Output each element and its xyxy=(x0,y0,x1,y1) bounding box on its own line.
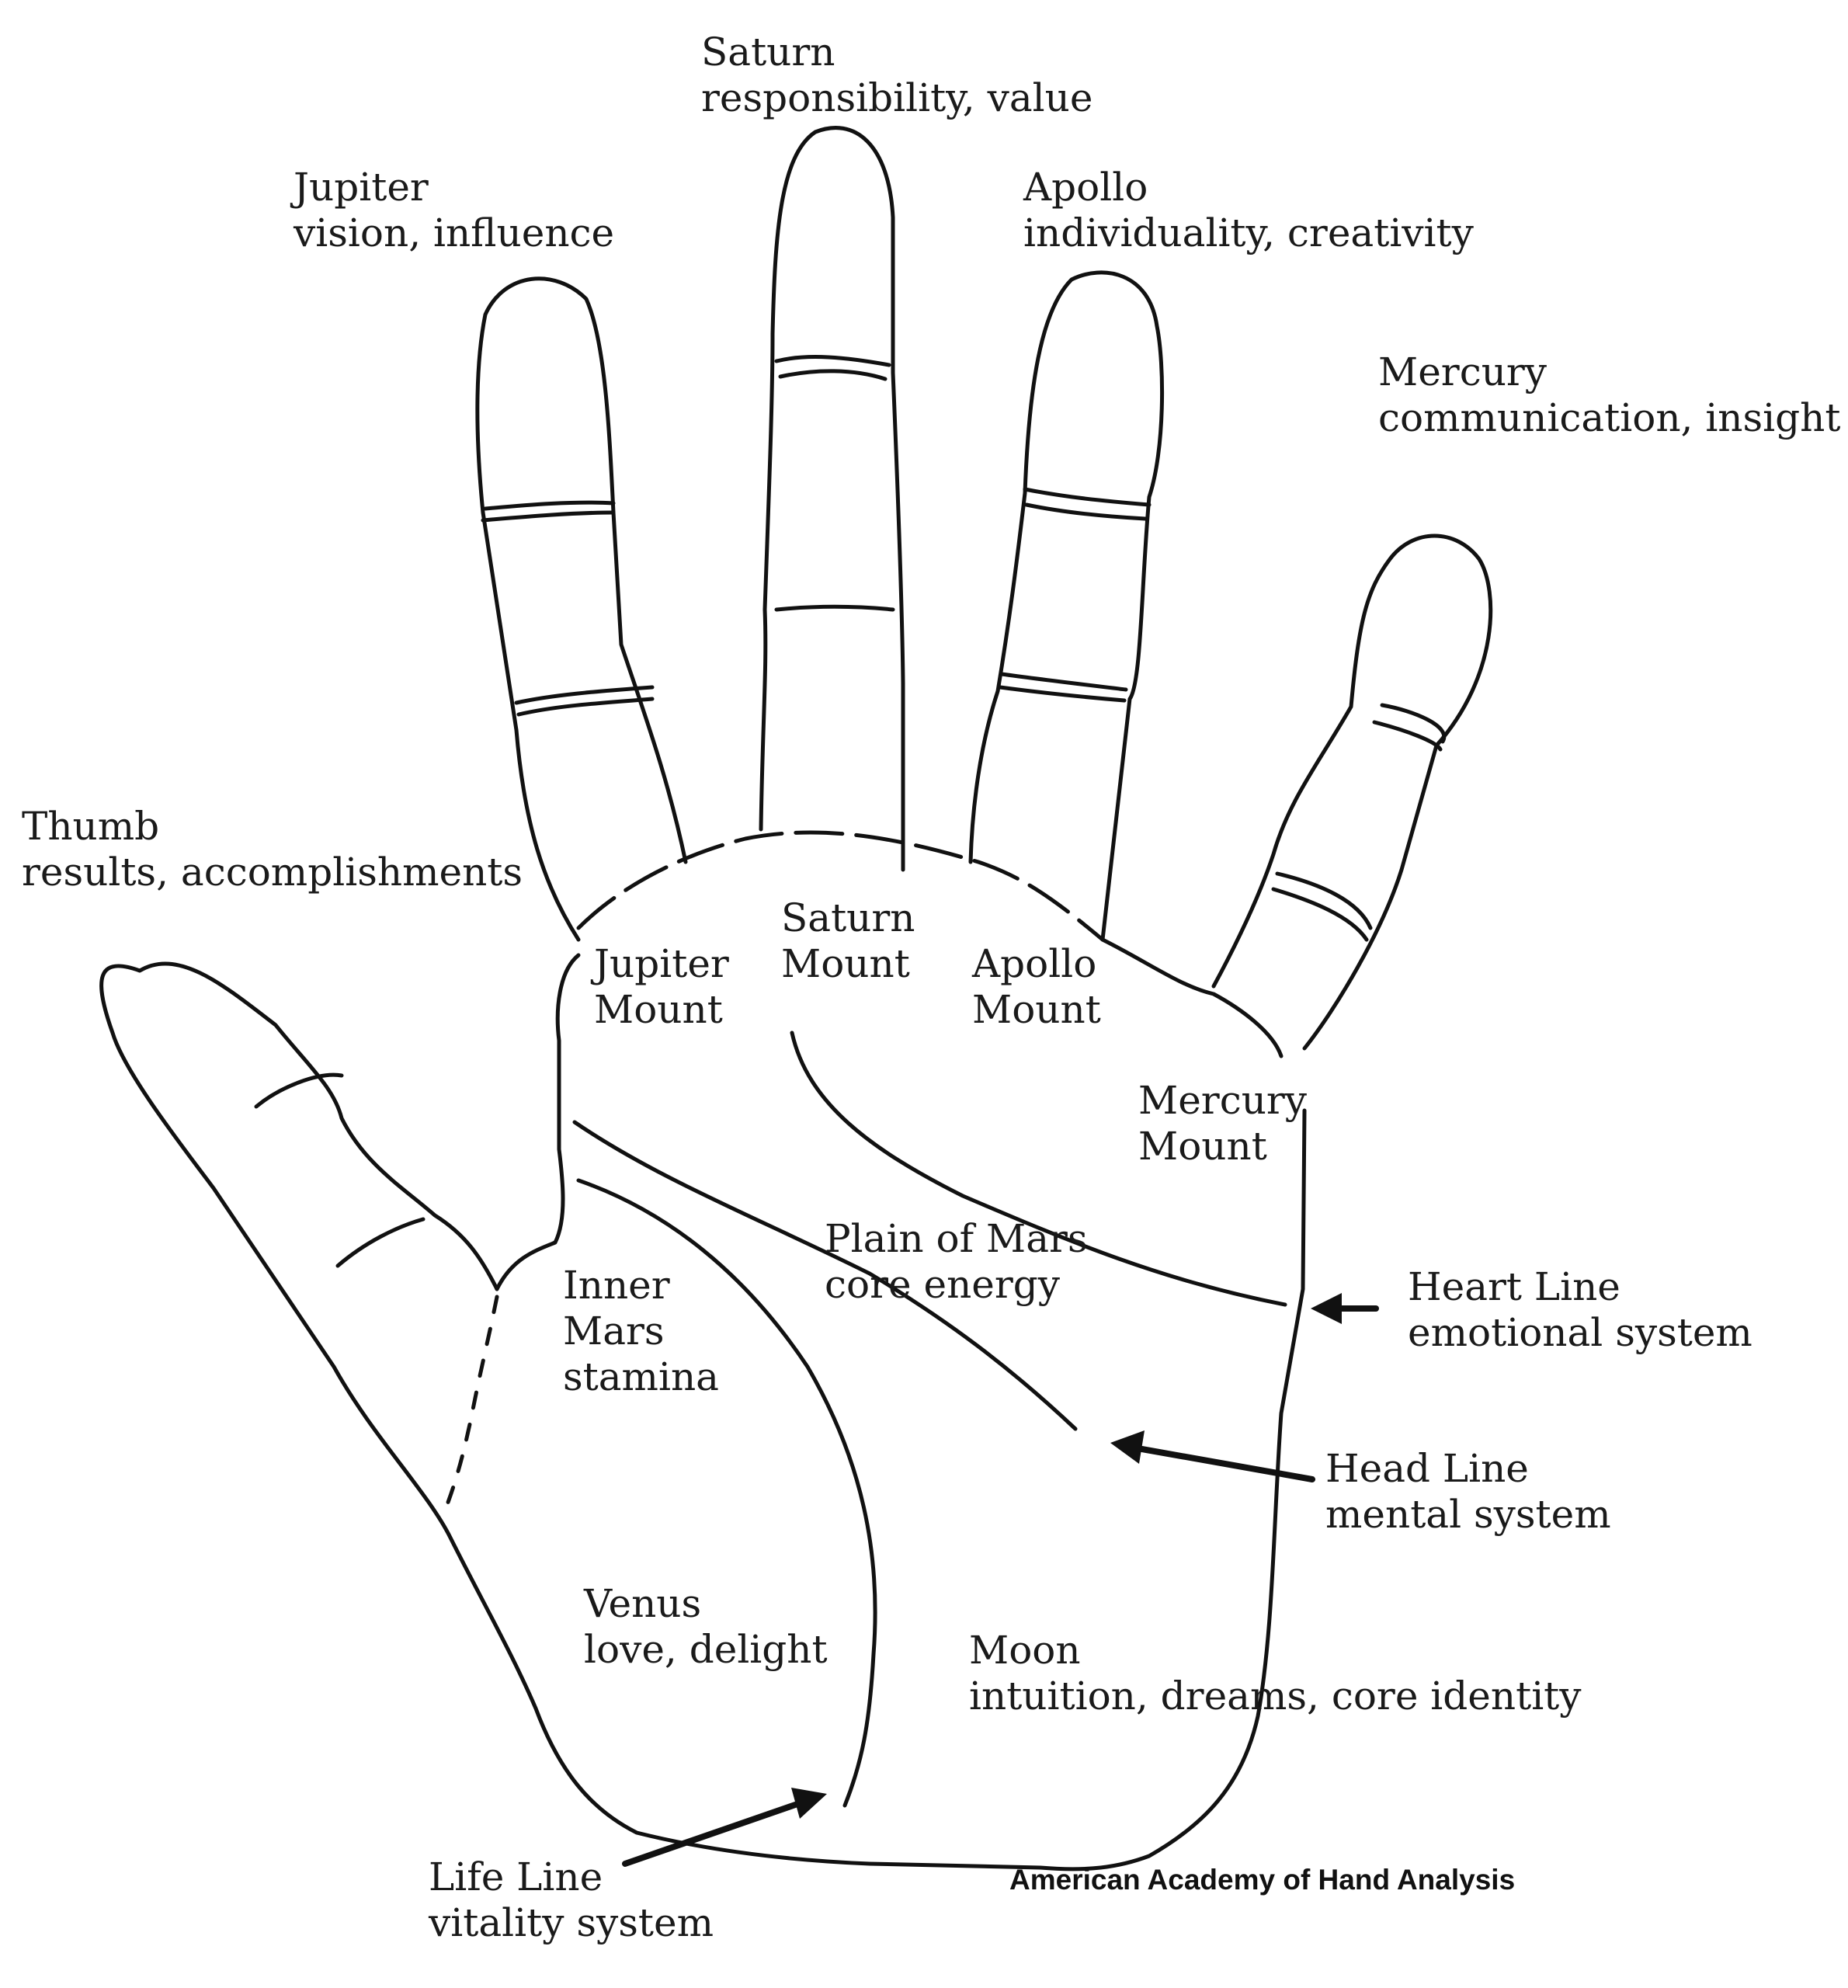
inner-mars-line2: Mars xyxy=(563,1309,665,1354)
jupiter-mount-line1: Jupiter xyxy=(594,941,729,986)
jupiter-finger-label: Jupiter vision, influence xyxy=(294,165,614,256)
mercury-mount-line1: Mercury xyxy=(1138,1078,1308,1123)
heart-line-arrow-head xyxy=(1311,1293,1342,1324)
palm-top-right xyxy=(1100,937,1284,1058)
inner-mars-meaning: stamina xyxy=(563,1354,719,1399)
mercury-mount-label: Mercury Mount xyxy=(1138,1078,1307,1170)
life-line-arrow-shaft xyxy=(622,1800,803,1867)
heart-line-name: Heart Line xyxy=(1408,1264,1620,1309)
saturn-finger-label: Saturn responsibility, value xyxy=(701,30,1092,121)
thumb-web-outline xyxy=(495,953,581,1291)
thumb-meaning: results, accomplishments xyxy=(22,850,523,895)
palm-top-arch xyxy=(576,830,1105,942)
palm-lines xyxy=(572,1030,1287,1808)
finger-creases xyxy=(254,355,1447,1268)
venus-meaning: love, delight xyxy=(584,1627,828,1672)
plain-of-mars-label: Plain of Mars core energy xyxy=(825,1216,1088,1308)
apollo-finger-name: Apollo xyxy=(1023,165,1148,210)
life-line-meaning: vitality system xyxy=(429,1900,714,1945)
credit-text: American Academy of Hand Analysis xyxy=(1009,1864,1516,1896)
heart-line xyxy=(790,1030,1287,1307)
palm-outline-right xyxy=(99,961,1307,1872)
moon-name: Moon xyxy=(969,1628,1081,1673)
jupiter-mount-label: Jupiter Mount xyxy=(594,941,729,1033)
jupiter-mount-line2: Mount xyxy=(594,987,723,1032)
head-line xyxy=(572,1120,1078,1431)
thumb-inner-edge xyxy=(444,1295,499,1509)
inner-mars-line1: Inner xyxy=(563,1263,670,1308)
jupiter-finger-meaning: vision, influence xyxy=(294,210,615,255)
hand-outline xyxy=(99,126,1493,1872)
moon-meaning: intuition, dreams, core identity xyxy=(969,1673,1582,1719)
mercury-mount-line2: Mount xyxy=(1138,1124,1267,1169)
apollo-mount-label: Apollo Mount xyxy=(972,941,1101,1033)
saturn-mount-line2: Mount xyxy=(781,941,910,986)
heart-line-label: Heart Line emotional system xyxy=(1408,1264,1752,1356)
saturn-finger-outline xyxy=(759,126,905,872)
saturn-finger-name: Saturn xyxy=(701,30,835,75)
life-line-label: Life Line vitality system xyxy=(429,1854,714,1946)
head-line-label: Head Line mental system xyxy=(1325,1446,1611,1538)
head-line-name: Head Line xyxy=(1325,1446,1529,1491)
venus-label: Venus love, delight xyxy=(584,1581,828,1673)
plain-of-mars-name: Plain of Mars xyxy=(825,1216,1088,1261)
head-line-arrow-shaft xyxy=(1134,1445,1315,1482)
head-line-meaning: mental system xyxy=(1325,1492,1611,1537)
life-line-arrow-head xyxy=(791,1788,827,1819)
jupiter-finger-outline xyxy=(475,276,688,942)
thumb-label: Thumb results, accomplishments xyxy=(22,804,523,895)
mercury-finger-outline xyxy=(1211,533,1493,1051)
mercury-finger-meaning: communication, insight xyxy=(1378,395,1841,440)
saturn-mount-label: Saturn Mount xyxy=(781,895,915,987)
venus-name: Venus xyxy=(584,1581,702,1626)
thumb-name: Thumb xyxy=(22,804,160,849)
life-line xyxy=(576,1178,877,1808)
apollo-finger-outline xyxy=(968,270,1165,942)
jupiter-finger-name: Jupiter xyxy=(294,165,429,210)
apollo-finger-label: Apollo individuality, creativity xyxy=(1023,165,1474,256)
plain-of-mars-meaning: core energy xyxy=(825,1262,1061,1307)
saturn-mount-line1: Saturn xyxy=(781,895,915,940)
saturn-finger-meaning: responsibility, value xyxy=(701,75,1093,120)
heart-line-meaning: emotional system xyxy=(1408,1310,1752,1355)
moon-label: Moon intuition, dreams, core identity xyxy=(969,1628,1582,1719)
inner-mars-label: Inner Mars stamina xyxy=(563,1263,719,1400)
apollo-mount-line1: Apollo xyxy=(972,941,1097,986)
mercury-finger-name: Mercury xyxy=(1378,349,1548,394)
arrows xyxy=(622,1293,1379,1867)
head-line-arrow-head xyxy=(1110,1430,1145,1464)
mercury-finger-label: Mercury communication, insight xyxy=(1378,349,1840,441)
apollo-finger-meaning: individuality, creativity xyxy=(1023,210,1474,255)
apollo-mount-line2: Mount xyxy=(972,987,1101,1032)
life-line-name: Life Line xyxy=(429,1854,603,1899)
